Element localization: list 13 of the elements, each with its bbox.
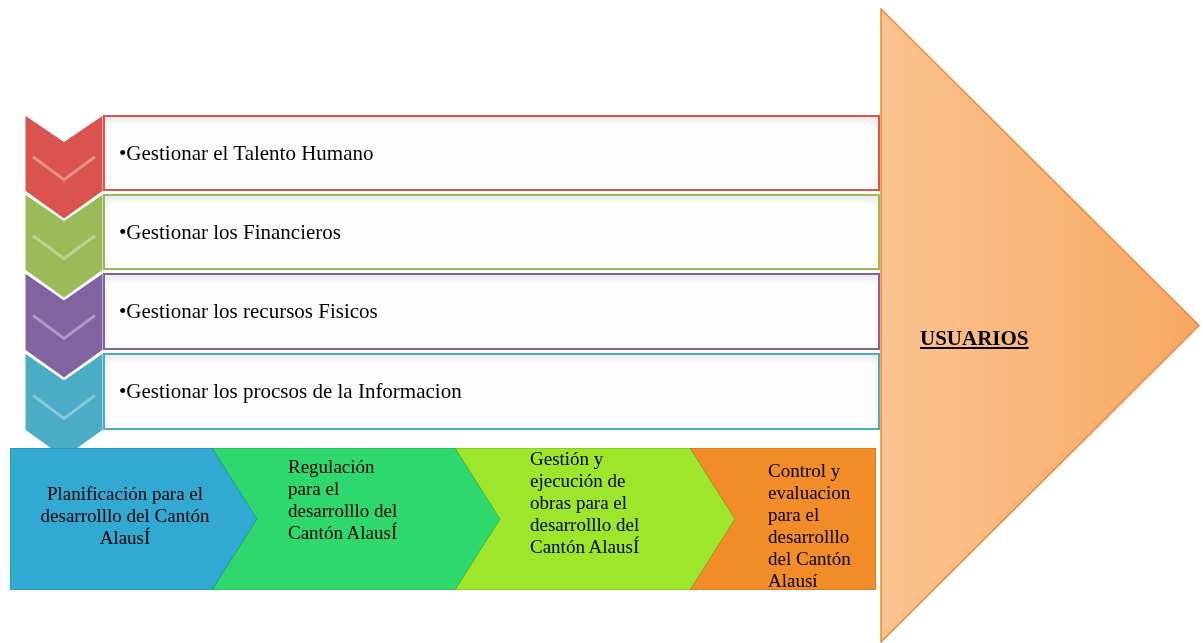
process-label: Gestión y ejecución de obras para el desarrolllo del Cantón AlausÍ: [530, 448, 641, 558]
activity-bar: [103, 273, 880, 350]
activity-bar: [103, 194, 880, 270]
activity-label: •Gestionar el Talento Humano: [119, 140, 374, 168]
arrow-label: USUARIOS: [920, 325, 1029, 352]
activity-bar: [103, 115, 880, 191]
process-label: Control y evaluacion para el desarrolllo del Cantón Alausí: [768, 460, 852, 592]
process-label: Regulación para el desarrolllo del Cantón AlausÍ: [288, 456, 399, 544]
activity-label: •Gestionar los procsos de la Informacion: [119, 378, 462, 406]
activity-label: •Gestionar los recursos Fisicos: [119, 298, 378, 326]
activity-label: •Gestionar los Financieros: [119, 219, 341, 247]
process-label: Planificación para el desarrolllo del Cantón AlausÍ: [39, 483, 211, 549]
activity-bar: [103, 353, 880, 430]
